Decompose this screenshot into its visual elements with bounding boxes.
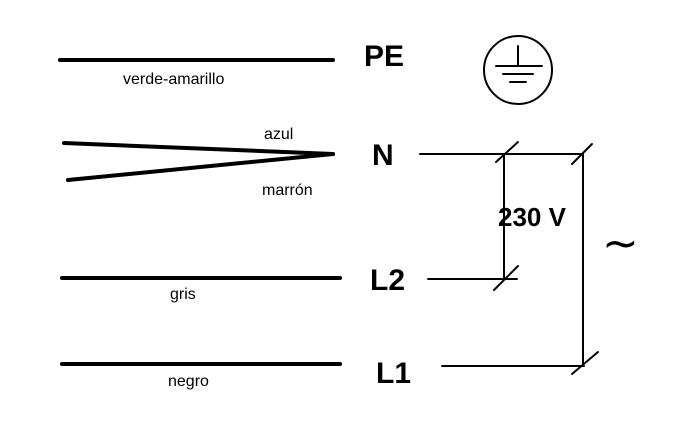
n-wire-color-label-2: marrón	[262, 182, 313, 199]
n-wire-marron	[66, 152, 335, 182]
l2-terminal-label: L2	[370, 264, 405, 297]
l1-terminal-label: L1	[376, 357, 411, 390]
ac-symbol: ~	[602, 218, 639, 269]
voltage-network	[419, 141, 599, 375]
pe-terminal-label: PE	[364, 40, 404, 73]
n-wire-azul	[62, 141, 335, 156]
pe-wire-color-label: verde-amarillo	[123, 71, 224, 88]
n-terminal-label: N	[372, 139, 394, 172]
l1-wire-color-label: negro	[168, 373, 209, 390]
l2-wire-color-label: gris	[170, 286, 196, 303]
earth-ground-icon	[483, 35, 553, 105]
voltage-label: 230 V	[498, 202, 567, 232]
n-wire-color-label-1: azul	[264, 126, 293, 143]
